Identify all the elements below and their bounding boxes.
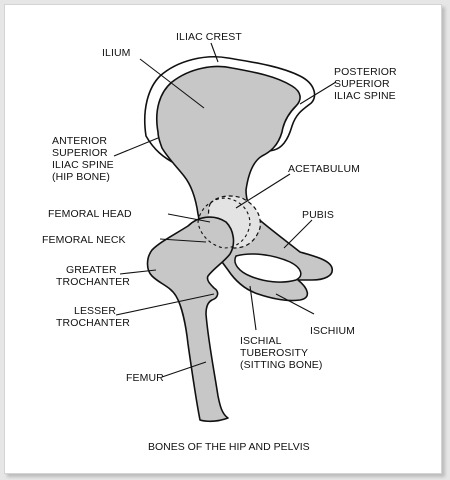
label-iliac-crest: ILIAC CREST	[176, 31, 242, 43]
label-asis-line-3: ILIAC SPINE	[52, 159, 114, 171]
leader-acetabulum	[235, 173, 291, 209]
leader-ischial-tuberosity	[249, 285, 257, 331]
leader-greater-trochanter	[119, 269, 157, 275]
leader-ischium	[275, 293, 315, 315]
label-pubis: PUBIS	[302, 209, 334, 221]
label-acetabulum: ACETABULUM	[288, 163, 360, 175]
label-asis-line-2: SUPERIOR	[52, 147, 108, 159]
leader-ilium	[139, 58, 205, 109]
label-psis-line-2: SUPERIOR	[334, 78, 390, 90]
label-femoral-head: FEMORAL HEAD	[48, 208, 132, 220]
figure-caption: BONES OF THE HIP AND PELVIS	[148, 441, 310, 453]
femoral-head	[197, 197, 251, 249]
label-greater-trochanter-line-1: GREATER	[66, 264, 117, 276]
obturator-foramen	[234, 253, 302, 283]
leader-asis	[113, 137, 159, 157]
leader-lesser-trochanter	[115, 293, 215, 316]
leader-iliac-crest	[210, 42, 219, 63]
label-greater-trochanter-line-2: TROCHANTER	[56, 276, 130, 288]
label-lesser-trochanter-line-1: LESSER	[74, 305, 116, 317]
label-ischial-tuberosity-line-2: TUBEROSITY	[240, 347, 308, 359]
leader-pubis	[283, 219, 313, 249]
label-asis-line-4: (HIP BONE)	[52, 171, 110, 183]
label-psis-line-3: ILIAC SPINE	[334, 90, 396, 102]
label-ischium: ISCHIUM	[310, 325, 355, 337]
label-psis-line-1: POSTERIOR	[334, 66, 397, 78]
leader-femoral-neck	[159, 238, 207, 243]
label-lesser-trochanter-line-2: TROCHANTER	[56, 317, 130, 329]
label-ischial-tuberosity-line-3: (SITTING BONE)	[240, 359, 322, 371]
label-asis-line-1: ANTERIOR	[52, 135, 107, 147]
label-femur: FEMUR	[126, 372, 164, 384]
leader-femoral-head	[167, 213, 211, 223]
femur-bone	[146, 216, 235, 423]
label-ischial-tuberosity-line-1: ISCHIAL	[240, 335, 282, 347]
leader-femur	[161, 361, 207, 378]
leader-psis	[299, 81, 337, 105]
label-femoral-neck: FEMORAL NECK	[42, 234, 126, 246]
label-ilium: ILIUM	[102, 47, 131, 59]
